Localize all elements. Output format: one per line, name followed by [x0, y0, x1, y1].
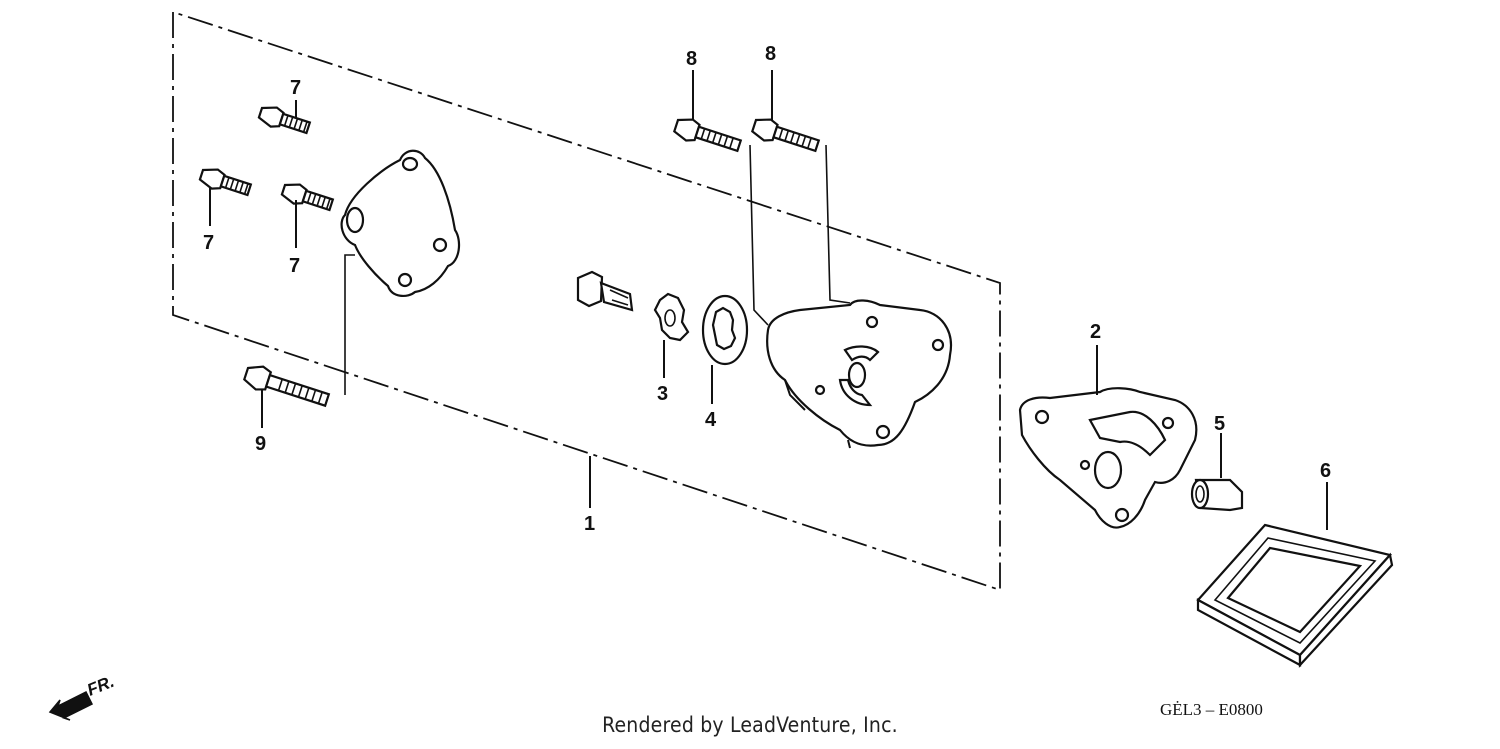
assembly-boundary [172, 10, 1001, 592]
bolt-7-top [257, 106, 312, 135]
oil-screen [1196, 523, 1394, 668]
pump-cover [340, 149, 461, 298]
callout-1: 1 [584, 513, 595, 535]
bolt-9 [243, 365, 331, 408]
inner-rotor [653, 292, 690, 342]
bolt-7-middle [280, 183, 335, 212]
pump-shaft [576, 270, 634, 312]
leader-lines [209, 70, 1328, 530]
bolt-7-left [198, 168, 253, 197]
callout-labels: 1 2 3 4 5 6 7 7 7 8 8 9 [203, 43, 1331, 535]
callout-9: 9 [255, 433, 266, 455]
callout-4: 4 [705, 409, 717, 431]
callout-2: 2 [1090, 321, 1101, 343]
callout-7-left: 7 [203, 232, 214, 254]
callout-5: 5 [1214, 413, 1225, 435]
callout-8-left: 8 [686, 48, 697, 70]
callout-7-top: 7 [290, 77, 301, 99]
callout-6: 6 [1320, 460, 1331, 482]
bolt-8-right [751, 118, 821, 153]
collar [1190, 478, 1244, 512]
front-direction-arrow-icon: FR. [48, 672, 117, 721]
outer-rotor [701, 294, 749, 366]
pump-body [766, 299, 953, 449]
callout-7-middle: 7 [289, 255, 300, 277]
callout-8-right: 8 [765, 43, 776, 65]
footer-credit: Rendered by LeadVenture, Inc. [602, 713, 898, 737]
bolt-8-left [673, 118, 743, 153]
pump-gasket [1018, 387, 1198, 529]
callout-3: 3 [657, 383, 668, 405]
drawing-code: GĖL3 – E0800 [1160, 700, 1263, 719]
front-arrow-label: FR. [84, 672, 117, 700]
